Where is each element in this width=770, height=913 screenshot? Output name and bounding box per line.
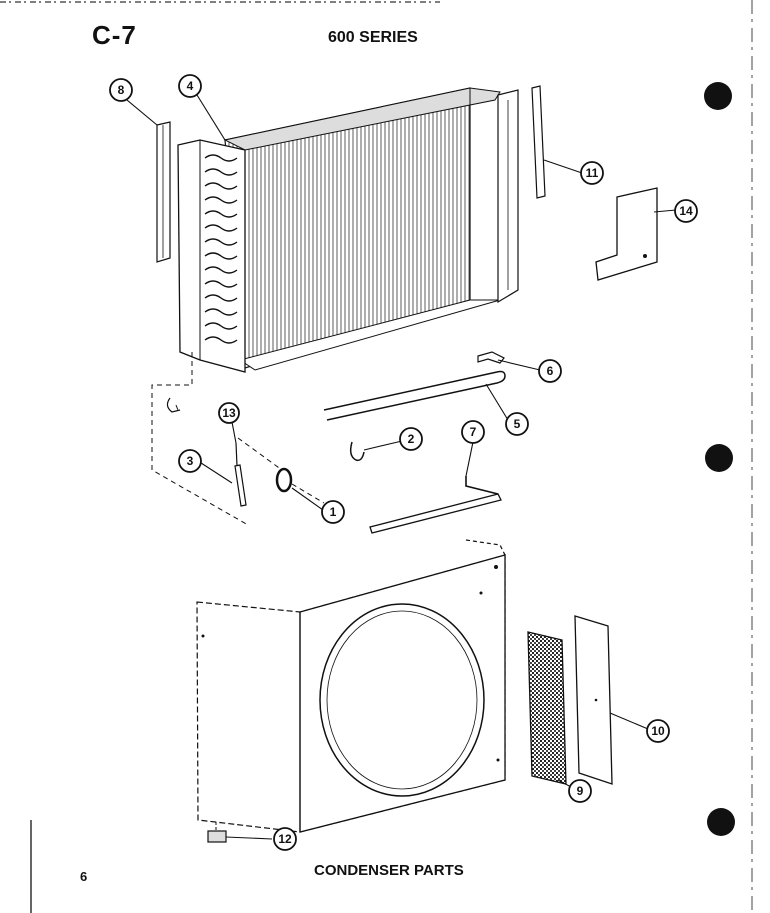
callout-13: 13 xyxy=(218,402,240,424)
callout-3: 3 xyxy=(178,449,202,473)
svg-text:8: 8 xyxy=(118,83,125,97)
svg-text:7: 7 xyxy=(470,425,477,439)
fan-shroud xyxy=(196,539,506,833)
diagram-caption: CONDENSER PARTS xyxy=(314,862,464,879)
svg-text:3: 3 xyxy=(187,454,194,468)
svg-text:5: 5 xyxy=(514,417,521,431)
svg-text:12: 12 xyxy=(278,832,292,846)
right-bracket xyxy=(531,85,546,199)
svg-text:4: 4 xyxy=(187,79,194,93)
callout-10: 10 xyxy=(646,719,670,743)
svg-text:2: 2 xyxy=(408,432,415,446)
condenser-coil xyxy=(223,87,501,371)
callout-6: 6 xyxy=(538,359,562,383)
svg-text:14: 14 xyxy=(679,204,693,218)
series-title: 600 SERIES xyxy=(328,29,418,46)
callout-4: 4 xyxy=(178,74,202,98)
page-number: 6 xyxy=(80,869,88,884)
rod xyxy=(323,370,506,421)
punch-hole-icon xyxy=(704,82,732,110)
callout-7: 7 xyxy=(461,420,485,444)
punch-hole-icon xyxy=(705,444,733,472)
callout-9: 9 xyxy=(568,779,592,803)
callout-14: 14 xyxy=(674,199,698,223)
channel-strip xyxy=(369,476,502,534)
svg-text:9: 9 xyxy=(577,784,584,798)
spring-coil xyxy=(275,467,293,493)
callout-2: 2 xyxy=(399,427,423,451)
page-code: C-7 xyxy=(92,20,137,50)
clip xyxy=(477,351,505,364)
punch-hole-icon xyxy=(707,808,735,836)
callout-1: 1 xyxy=(321,500,345,524)
mesh-filter xyxy=(527,631,567,785)
mounting-block xyxy=(207,830,227,843)
svg-text:6: 6 xyxy=(547,364,554,378)
svg-text:11: 11 xyxy=(586,166,599,180)
cover-panel xyxy=(595,187,658,281)
coil-tube-sheet xyxy=(177,139,246,373)
filter-panel xyxy=(574,615,613,785)
callout-11: 11 xyxy=(580,161,604,185)
callout-12: 12 xyxy=(273,827,297,851)
svg-text:13: 13 xyxy=(222,406,236,420)
callout-5: 5 xyxy=(505,412,529,436)
svg-text:1: 1 xyxy=(330,505,337,519)
svg-text:10: 10 xyxy=(651,724,665,738)
hook xyxy=(349,441,365,462)
left-bracket xyxy=(156,121,171,263)
callout-8: 8 xyxy=(109,78,133,102)
thermostat-sensor xyxy=(234,442,247,507)
